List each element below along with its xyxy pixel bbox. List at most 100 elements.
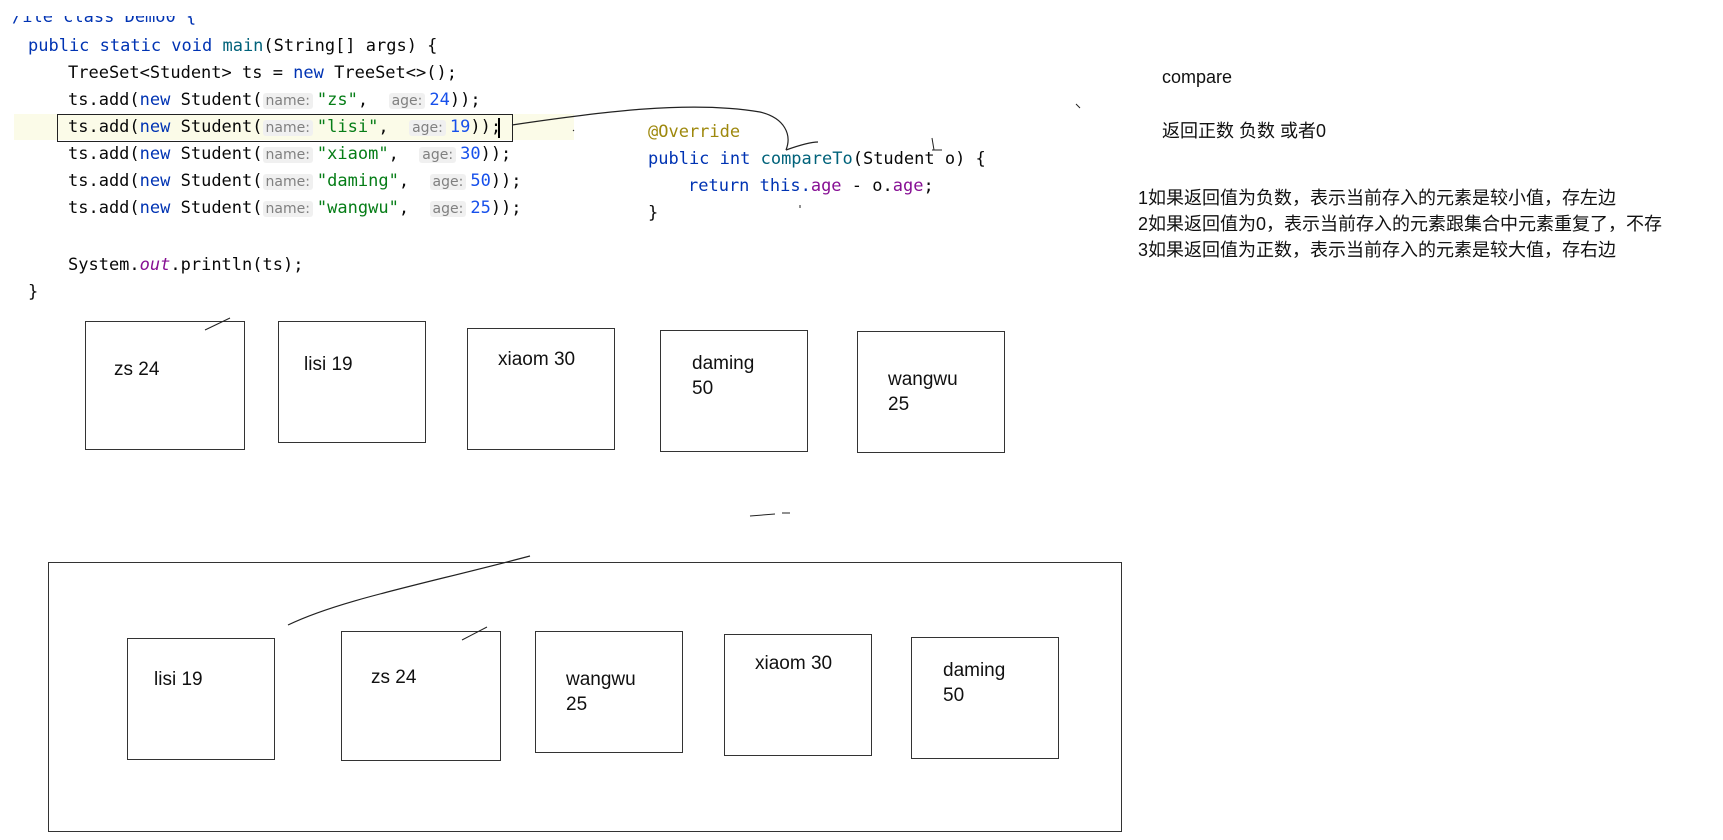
name-param-hint: name: xyxy=(262,93,313,109)
rule-negative: 1如果返回值为负数，表示当前存入的元素是较小值，存左边 xyxy=(1138,188,1617,208)
age-param-hint: age: xyxy=(429,174,467,190)
connector-stroke xyxy=(287,555,531,626)
student-node-name: wangwu xyxy=(888,369,958,390)
student-node-label: zs 24 xyxy=(371,665,416,690)
selected-code-line-box xyxy=(57,114,513,142)
student-node-box: daming 50 xyxy=(911,637,1059,759)
student-node-label: wangwu 25 xyxy=(888,367,958,417)
student-node-label: lisi 19 xyxy=(304,352,353,377)
student-node-box: lisi 19 xyxy=(278,321,426,443)
name-value: "wangwu" xyxy=(316,198,399,218)
add-student-line[interactable]: ts.add(new Student(name:"wangwu", age:25… xyxy=(68,197,522,220)
student-node-label: wangwu 25 xyxy=(566,667,636,717)
rule-zero: 2如果返回值为0，表示当前存入的元素跟集合中元素重复了，不存 xyxy=(1138,214,1663,234)
compareto-close-brace: } xyxy=(648,203,659,223)
age-param-hint: age: xyxy=(409,120,446,136)
age-value: 25 xyxy=(470,198,491,218)
age-value: 24 xyxy=(429,90,450,110)
new-keyword: new xyxy=(139,144,171,164)
new-keyword: new xyxy=(139,198,171,218)
dot-mark-1 xyxy=(1075,103,1081,109)
age-param-hint: age: xyxy=(419,147,457,163)
compareto-return-line[interactable]: return this.age - o.age; xyxy=(688,176,934,196)
student-node-label: lisi 19 xyxy=(154,667,203,692)
arrow-stroke-to-compareto xyxy=(511,106,789,151)
rule-positive: 3如果返回值为正数，表示当前存入的元素是较大值，存右边 xyxy=(1138,240,1617,260)
add-student-line[interactable]: ts.add(new Student(name:"daming", age:50… xyxy=(68,170,522,193)
name-param-hint: name: xyxy=(262,147,313,163)
main-method-signature[interactable]: public static void main(String[] args) { xyxy=(28,36,438,56)
override-annotation: @Override xyxy=(648,122,741,142)
add-student-line[interactable]: ts.add(new Student(name:"xiaom", age:30)… xyxy=(68,143,511,166)
code-top-fragment: /ile class Demo0 { xyxy=(12,7,197,27)
treeset-declaration-line[interactable]: TreeSet<Student> ts = new TreeSet<>(); xyxy=(68,63,457,83)
student-node-label: daming 50 xyxy=(943,658,1005,708)
notes-title: compare xyxy=(1162,67,1233,87)
name-value: "daming" xyxy=(316,171,399,191)
comma: , xyxy=(398,198,430,218)
student-ctor: Student( xyxy=(170,90,263,110)
student-node-age: 50 xyxy=(943,685,965,706)
cursor-mark xyxy=(931,137,942,151)
student-node-name: daming xyxy=(943,660,1006,681)
student-node-box: wangwu 25 xyxy=(857,331,1005,453)
student-node-name: daming xyxy=(692,353,755,374)
student-node-age: 25 xyxy=(888,394,910,415)
student-node-age: 50 xyxy=(692,378,714,399)
dot-mark-3 xyxy=(572,129,575,132)
add-student-line[interactable]: ts.add(new Student(name:"zs", age:24)); xyxy=(68,89,481,112)
arrow-stroke-small-hook xyxy=(785,141,819,151)
student-node-label: xiaom 30 xyxy=(755,651,832,676)
student-node-box: lisi 19 xyxy=(127,638,275,760)
println-line[interactable]: System.out.println(ts); xyxy=(68,255,304,275)
age-value: 50 xyxy=(470,171,491,191)
comma: , xyxy=(378,117,410,137)
name-value: "xiaom" xyxy=(316,144,389,164)
call-close: )); xyxy=(490,171,522,191)
student-node-name: lisi 19 xyxy=(304,354,353,375)
student-node-box: wangwu 25 xyxy=(535,631,683,753)
add-call: ts.add( xyxy=(68,171,140,191)
new-keyword: new xyxy=(139,171,171,191)
student-node-box: zs 24 xyxy=(85,321,245,450)
name-param-hint: name: xyxy=(262,174,313,190)
student-node-label: zs 24 xyxy=(114,357,159,382)
add-call: ts.add( xyxy=(68,198,140,218)
age-value: 30 xyxy=(460,144,481,164)
add-student-line[interactable]: ts.add(new Student(name:"lisi", age:19))… xyxy=(68,116,501,139)
main-close-brace: } xyxy=(28,282,39,302)
age-value: 19 xyxy=(449,117,471,137)
student-node-label: xiaom 30 xyxy=(498,347,575,372)
call-close: )); xyxy=(490,198,522,218)
name-param-hint: name: xyxy=(262,201,313,217)
text-caret xyxy=(498,118,500,138)
add-call: ts.add( xyxy=(68,144,140,164)
student-node-label: daming 50 xyxy=(692,351,754,401)
student-node-name: wangwu xyxy=(566,669,636,690)
student-node-box: xiaom 30 xyxy=(724,634,872,756)
tick-mark-1 xyxy=(204,317,231,331)
name-value: "lisi" xyxy=(316,117,379,137)
student-ctor: Student( xyxy=(170,144,263,164)
comma: , xyxy=(357,90,389,110)
student-ctor: Student( xyxy=(170,117,263,137)
student-node-box: xiaom 30 xyxy=(467,328,615,450)
add-call: ts.add( xyxy=(68,90,140,110)
dash-mark xyxy=(749,512,790,517)
age-param-hint: age: xyxy=(388,93,426,109)
student-node-box: zs 24 xyxy=(341,631,501,761)
student-ctor: Student( xyxy=(170,198,263,218)
add-call: ts.add( xyxy=(68,117,140,137)
tick-mark-2 xyxy=(461,626,488,641)
notes-subtitle: 返回正数 负数 或者0 xyxy=(1162,121,1327,141)
sorted-treeset-container xyxy=(48,562,1122,832)
student-node-name: zs 24 xyxy=(114,359,160,380)
call-close: )); xyxy=(470,117,502,137)
student-node-age: 25 xyxy=(566,694,588,715)
call-close: )); xyxy=(449,90,481,110)
compareto-signature[interactable]: public int compareTo(Student o) { xyxy=(648,149,986,169)
new-keyword: new xyxy=(139,117,171,137)
student-node-name: zs 24 xyxy=(371,667,417,688)
comma: , xyxy=(398,171,430,191)
